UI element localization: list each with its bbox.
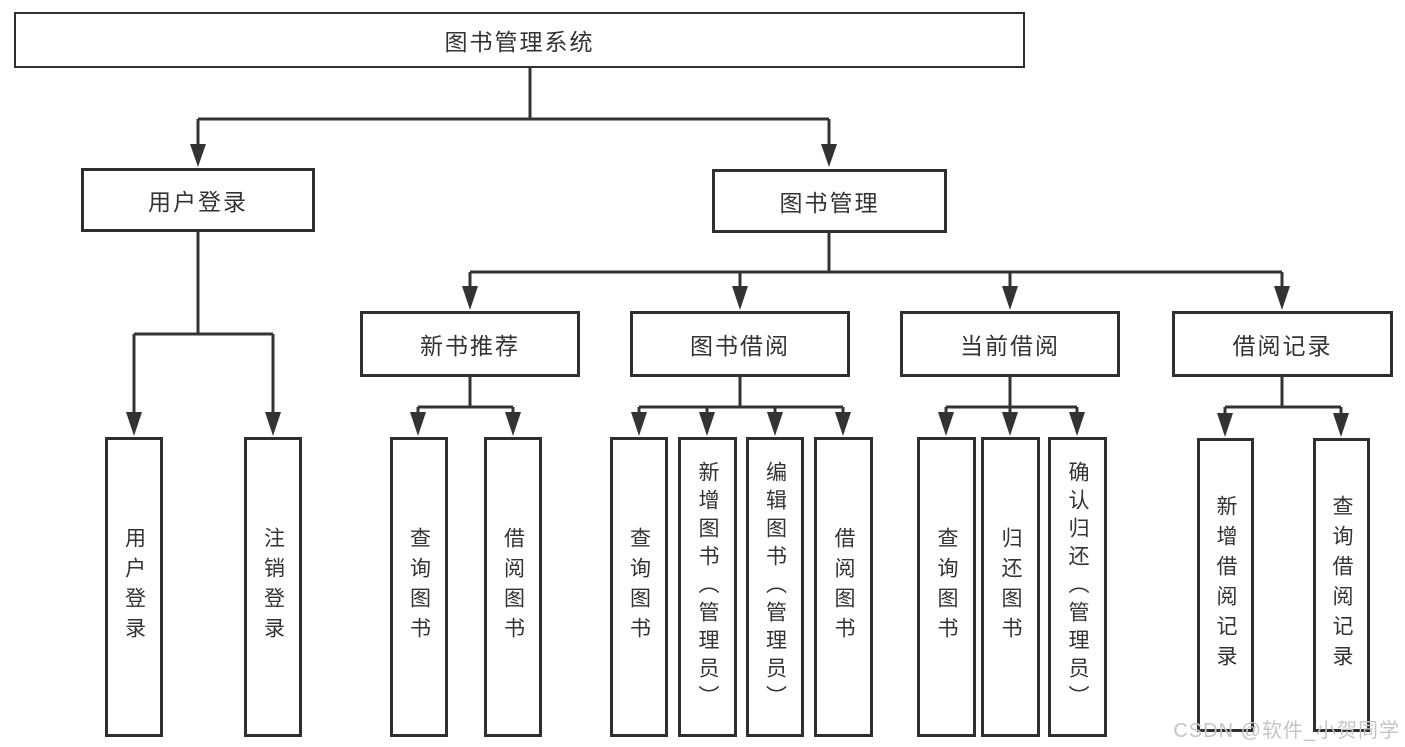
connector-new-book-rec-children bbox=[410, 377, 521, 436]
node-current-borrow: 当前借阅 bbox=[900, 311, 1120, 377]
leaf-borrow-borrow-books-label: 借阅图书 bbox=[832, 527, 855, 647]
node-book-borrow-label: 图书借阅 bbox=[690, 333, 790, 359]
leaf-add-borrow-record-label: 新增借阅记录 bbox=[1214, 495, 1237, 675]
connector-book-mgmt-to-level3 bbox=[462, 233, 1290, 310]
leaf-borrow-query-books-label: 查询图书 bbox=[627, 527, 651, 647]
node-root-label: 图书管理系统 bbox=[444, 29, 595, 55]
csdn-watermark: CSDN @软件_小贺同学 bbox=[1173, 720, 1400, 742]
leaf-add-book-admin: 新增图书（管理员） bbox=[678, 437, 737, 737]
leaf-borrow-borrow-books: 借阅图书 bbox=[814, 437, 873, 737]
connector-borrow-records-children bbox=[1217, 377, 1349, 437]
leaf-newrec-borrow-books: 借阅图书 bbox=[484, 437, 542, 737]
leaf-current-query-books: 查询图书 bbox=[917, 437, 976, 737]
node-new-book-rec: 新书推荐 bbox=[360, 311, 580, 377]
leaf-newrec-borrow-books-label: 借阅图书 bbox=[501, 527, 525, 647]
node-user-login-label: 用户登录 bbox=[148, 189, 248, 215]
leaf-add-borrow-record: 新增借阅记录 bbox=[1197, 438, 1254, 732]
leaf-newrec-query-books-label: 查询图书 bbox=[407, 527, 431, 647]
leaf-edit-book-admin: 编辑图书（管理员） bbox=[746, 437, 804, 737]
connector-user-login-children bbox=[126, 232, 281, 436]
node-borrow-records: 借阅记录 bbox=[1172, 311, 1393, 377]
node-borrow-records-label: 借阅记录 bbox=[1232, 333, 1333, 359]
leaf-logout: 注销登录 bbox=[244, 437, 302, 737]
leaf-return-books-label: 归还图书 bbox=[999, 527, 1022, 647]
node-root-system: 图书管理系统 bbox=[14, 12, 1025, 68]
connector-root-to-level2 bbox=[190, 68, 837, 167]
node-book-borrow: 图书借阅 bbox=[630, 311, 850, 377]
leaf-current-query-books-label: 查询图书 bbox=[935, 527, 958, 647]
leaf-user-login-label: 用户登录 bbox=[122, 527, 146, 647]
leaf-return-books: 归还图书 bbox=[981, 437, 1040, 737]
node-book-mgmt-label: 图书管理 bbox=[779, 190, 880, 216]
node-book-mgmt: 图书管理 bbox=[712, 169, 947, 233]
leaf-newrec-query-books: 查询图书 bbox=[390, 437, 448, 737]
leaf-user-login: 用户登录 bbox=[105, 437, 163, 737]
leaf-confirm-return-admin-label: 确认归还（管理员） bbox=[1066, 461, 1089, 713]
connector-book-borrow-children bbox=[631, 377, 851, 436]
node-user-login: 用户登录 bbox=[81, 168, 315, 232]
leaf-confirm-return-admin: 确认归还（管理员） bbox=[1048, 437, 1107, 737]
leaf-query-borrow-record-label: 查询借阅记录 bbox=[1330, 495, 1353, 675]
leaf-edit-book-admin-label: 编辑图书（管理员） bbox=[763, 461, 787, 713]
leaf-add-book-admin-label: 新增图书（管理员） bbox=[696, 461, 719, 713]
leaf-borrow-query-books: 查询图书 bbox=[610, 437, 668, 737]
node-current-borrow-label: 当前借阅 bbox=[960, 333, 1060, 359]
leaf-query-borrow-record: 查询借阅记录 bbox=[1313, 438, 1370, 732]
node-new-book-rec-label: 新书推荐 bbox=[420, 333, 520, 359]
leaf-logout-label: 注销登录 bbox=[261, 527, 285, 647]
connector-current-borrow-children bbox=[938, 377, 1085, 436]
